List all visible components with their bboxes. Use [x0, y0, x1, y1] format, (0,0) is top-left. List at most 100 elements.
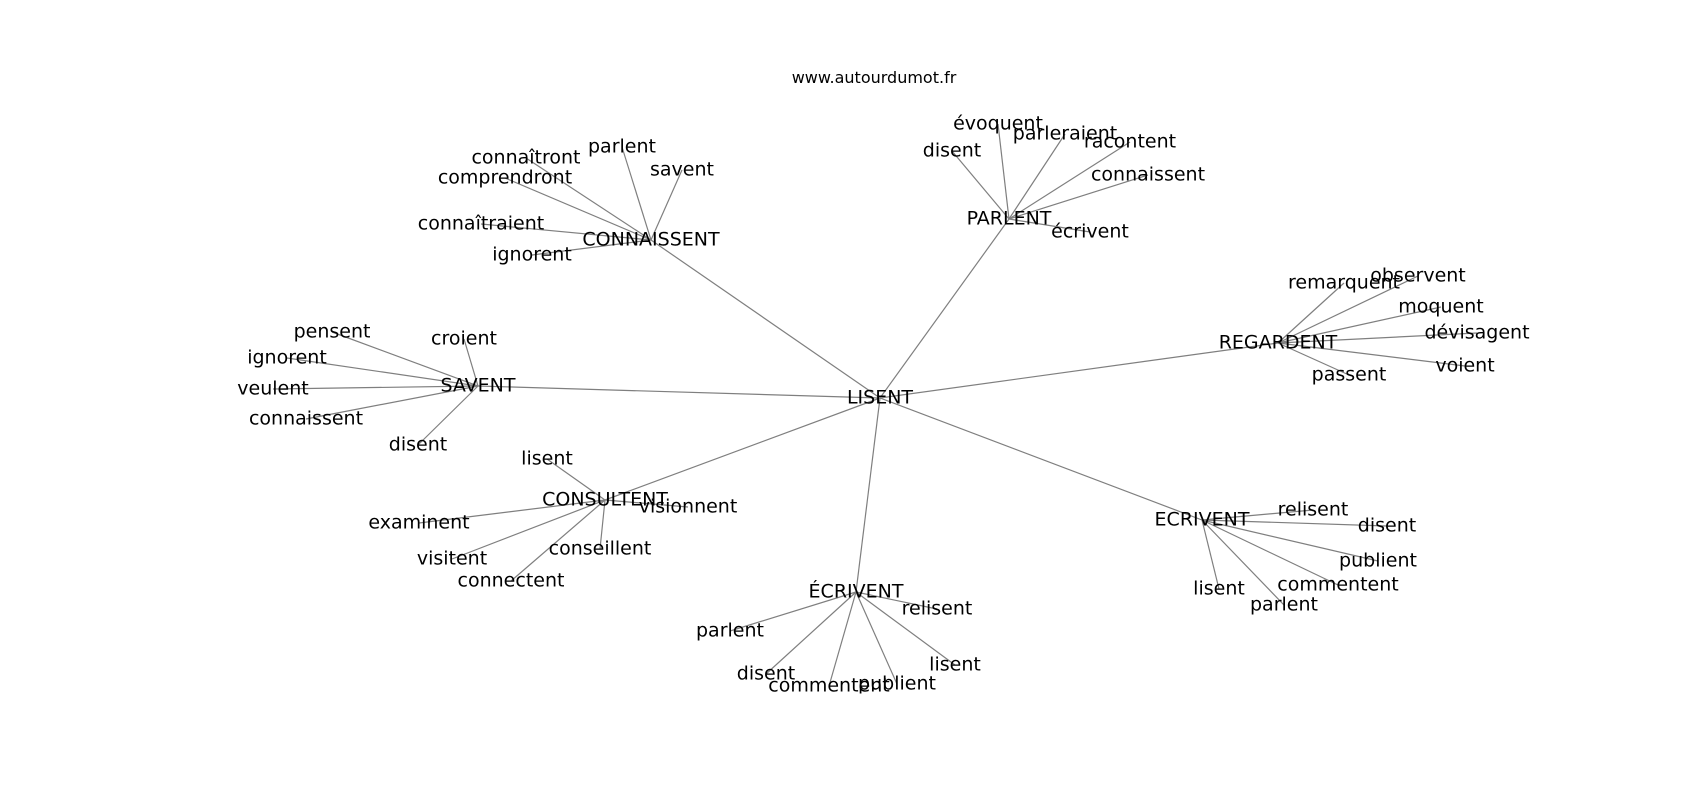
- edge-hub-1-child-3: [951, 150, 1010, 220]
- leaf-node: ignorent: [492, 244, 572, 266]
- leaf-node: dévisagent: [1424, 322, 1529, 344]
- leaf-node: connectent: [458, 570, 565, 592]
- leaf-node: connaîtront: [471, 147, 580, 169]
- edge-center-0: [650, 239, 881, 399]
- edge-hub-1-child-0: [997, 123, 1010, 220]
- leaf-node: visionnent: [639, 496, 738, 518]
- leaf-node: moquent: [1398, 296, 1483, 318]
- edge-hub-3-child-2: [286, 357, 479, 387]
- leaf-node: pensent: [294, 321, 371, 343]
- hub-node: ÉCRIVENT: [809, 580, 904, 603]
- hub-node: PARLENT: [967, 208, 1052, 230]
- edge-hub-4-child-1: [604, 499, 689, 508]
- edge-hub-3-child-4: [305, 385, 479, 420]
- leaf-node: passent: [1312, 364, 1387, 386]
- edge-hub-6-child-5: [1201, 519, 1285, 606]
- edge-hub-2-child-2: [1277, 306, 1442, 344]
- leaf-node: visitent: [417, 548, 487, 570]
- leaf-node: disent: [923, 140, 981, 162]
- leaf-node: voient: [1435, 355, 1494, 377]
- edge-hub-2-child-5: [1277, 342, 1350, 376]
- edge-hub-2-child-1: [1277, 275, 1419, 344]
- edge-hub-0-child-1: [621, 146, 652, 241]
- hub-node: CONNAISSENT: [582, 229, 720, 251]
- edge-hub-0-child-2: [650, 169, 683, 241]
- leaf-node: racontent: [1084, 131, 1176, 153]
- edge-hub-4-child-4: [451, 499, 606, 560]
- edge-hub-1-child-2: [1008, 141, 1131, 220]
- edge-hub-5-child-1: [729, 591, 857, 632]
- edge-hub-6-child-0: [1201, 509, 1314, 521]
- edge-hub-3-child-5: [417, 385, 479, 446]
- edge-hub-0-child-5: [531, 239, 652, 256]
- leaf-node: publient: [858, 673, 936, 695]
- leaf-node: parlent: [1250, 594, 1318, 616]
- edge-hub-1-child-1: [1008, 133, 1066, 220]
- leaf-node: parleraient: [1013, 123, 1117, 145]
- edge-hub-6-child-3: [1201, 519, 1339, 586]
- graph-edges: [272, 123, 1478, 687]
- edge-center-4: [604, 397, 881, 501]
- edge-center-1: [879, 218, 1010, 399]
- edge-hub-5-child-0: [855, 591, 938, 610]
- leaf-node: connaîtraient: [418, 213, 544, 235]
- leaf-node: commentent: [1277, 574, 1398, 596]
- leaf-node: parlent: [696, 620, 764, 642]
- leaf-node: remarquent: [1288, 272, 1400, 294]
- edge-hub-1-child-4: [1008, 174, 1149, 220]
- hub-node: CONSULTENT: [542, 489, 668, 511]
- edge-hub-3-child-0: [331, 331, 479, 387]
- leaf-node: ignorent: [247, 347, 327, 369]
- leaf-node: comprendront: [438, 167, 572, 189]
- edge-hub-5-child-3: [765, 591, 857, 675]
- leaf-node: examinent: [368, 512, 469, 534]
- leaf-node: écrivent: [1051, 221, 1129, 243]
- leaf-node: parlent: [588, 136, 656, 158]
- leaf-node: veulent: [237, 378, 308, 400]
- leaf-node: commentent: [768, 675, 889, 697]
- source-label: www.autourdumot.fr: [792, 68, 957, 87]
- edge-center-6: [879, 397, 1203, 521]
- edge-hub-4-child-5: [510, 499, 606, 582]
- leaf-node: relisent: [1278, 499, 1349, 521]
- leaf-node: connaissent: [1091, 164, 1205, 186]
- leaf-node: disent: [389, 434, 447, 456]
- center-node: LISENT: [847, 387, 913, 409]
- edge-hub-2-child-3: [1277, 332, 1478, 344]
- edge-hub-0-child-4: [480, 223, 652, 241]
- leaf-node: disent: [1358, 515, 1416, 537]
- edge-hub-2-child-0: [1277, 282, 1345, 344]
- leaf-node: relisent: [902, 598, 973, 620]
- hub-node: SAVENT: [440, 375, 515, 397]
- edge-hub-4-child-2: [418, 499, 606, 524]
- edge-hub-2-child-4: [1277, 342, 1466, 367]
- edge-hub-1-child-5: [1008, 218, 1091, 233]
- edge-hub-0-child-3: [504, 177, 652, 241]
- leaf-node: évoquent: [953, 113, 1043, 135]
- leaf-node: lisent: [1193, 578, 1245, 600]
- edge-hub-6-child-2: [1201, 519, 1379, 562]
- leaf-node: conseillent: [549, 538, 652, 560]
- leaf-node: disent: [737, 663, 795, 685]
- edge-hub-0-child-0: [525, 157, 652, 241]
- leaf-node: lisent: [521, 448, 573, 470]
- graph-labels: www.autourdumot.fr LISENT CONNAISSENT conn…: [237, 68, 1529, 697]
- leaf-node: publient: [1339, 550, 1417, 572]
- edge-hub-5-child-2: [855, 591, 956, 666]
- edge-hub-5-child-5: [855, 591, 898, 685]
- edge-hub-6-child-1: [1201, 519, 1388, 527]
- leaf-node: savent: [650, 159, 714, 181]
- leaf-node: connaissent: [249, 408, 363, 430]
- hub-node: REGARDENT: [1219, 332, 1338, 354]
- hub-node: ECRIVENT: [1155, 509, 1250, 531]
- leaf-node: observent: [1370, 265, 1466, 287]
- edge-hub-3-child-3: [272, 385, 479, 390]
- edge-center-2: [879, 342, 1279, 399]
- edge-center-5: [855, 397, 881, 593]
- edge-hub-6-child-4: [1201, 519, 1220, 590]
- edge-hub-4-child-0: [546, 458, 606, 501]
- edge-hub-4-child-3: [599, 499, 606, 550]
- leaf-node: lisent: [929, 654, 981, 676]
- edge-center-3: [477, 385, 881, 399]
